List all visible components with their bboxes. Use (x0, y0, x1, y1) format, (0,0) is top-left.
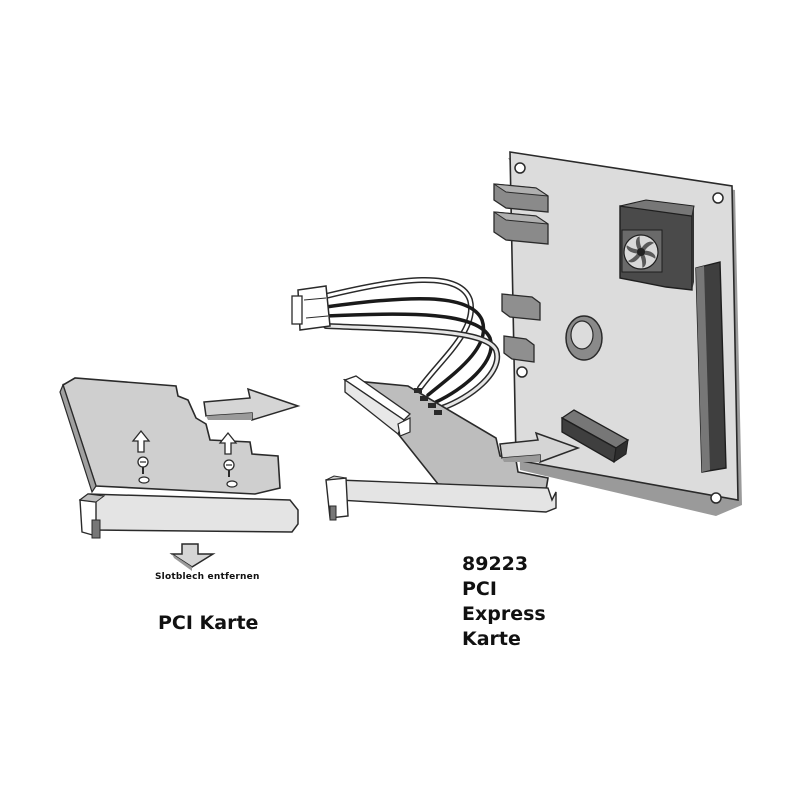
motherboard (493, 151, 742, 516)
slot-bracket (78, 493, 299, 539)
io-connector-top (493, 183, 549, 213)
fan-icon (623, 234, 659, 270)
arrow-up-icon (131, 429, 238, 455)
pci-express-label-line2: Express (462, 603, 546, 625)
pci-slot-long (695, 261, 727, 473)
card-holes (138, 476, 238, 488)
pci-card (59, 377, 281, 495)
molex-connector (291, 285, 331, 331)
arrow-down-icon (169, 543, 216, 571)
board-mounting-holes (514, 162, 724, 504)
pci-express-label-line3: Karte (462, 628, 521, 650)
small-connector-2 (503, 335, 535, 363)
arrow-right-icon (203, 387, 301, 422)
screw-icon (137, 456, 235, 477)
pci-express-adapter (325, 375, 557, 521)
pcie-slot (560, 409, 630, 464)
remove-bracket-label: Slotblech entfernen (155, 572, 260, 582)
battery-ring (565, 315, 603, 361)
small-connector-1 (501, 293, 541, 321)
io-connector-bottom (493, 211, 549, 245)
pci-card-label: PCI Karte (158, 612, 259, 634)
pci-express-label-line1: PCI (462, 578, 497, 600)
power-cable (323, 276, 501, 411)
arrow-right-icon (499, 431, 581, 464)
product-number-label: 89223 (462, 553, 529, 575)
